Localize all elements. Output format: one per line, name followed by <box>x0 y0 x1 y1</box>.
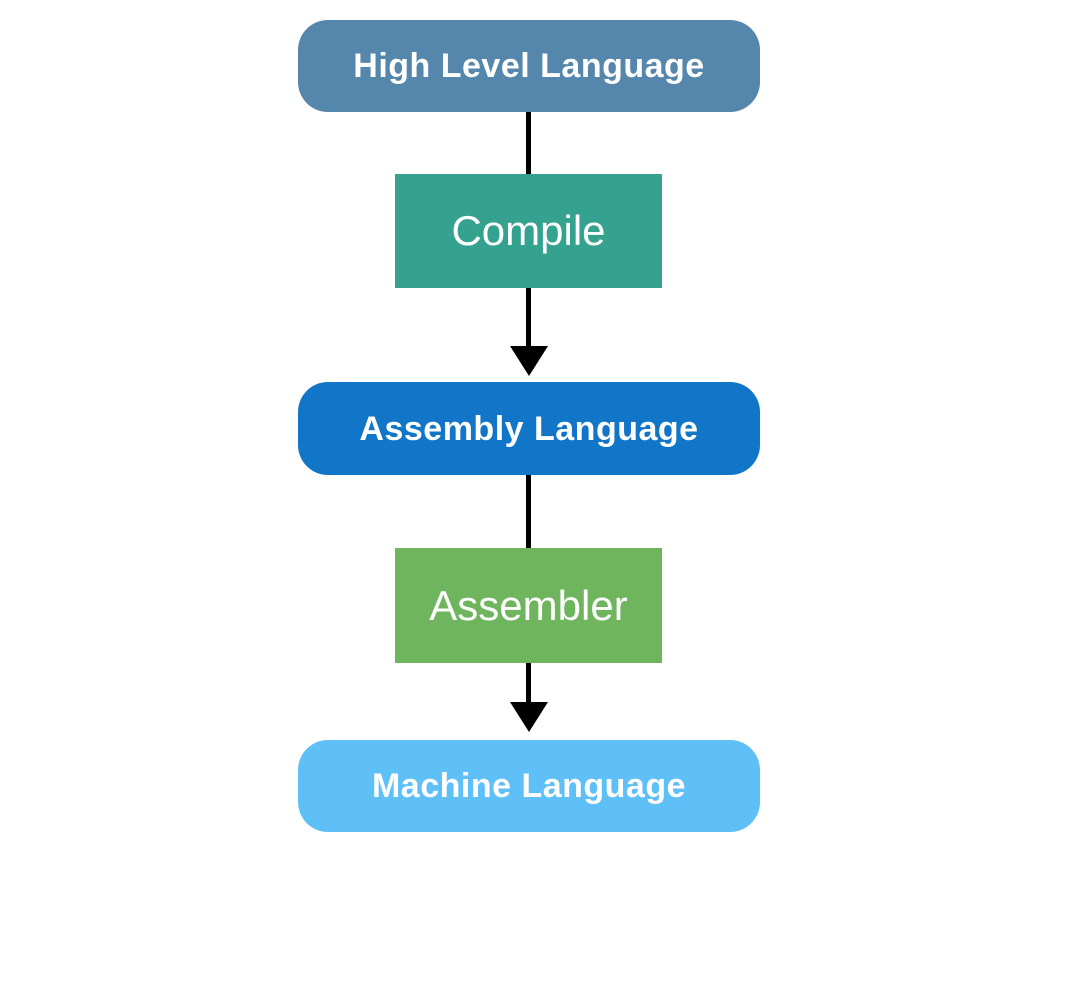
edge-arrowhead-compile <box>510 346 548 376</box>
node-label-machine-language: Machine Language <box>371 767 687 805</box>
edge-arrowhead-assembler <box>510 702 548 732</box>
node-high-level-language: High Level Language <box>298 20 760 112</box>
node-machine-language: Machine Language <box>298 740 760 832</box>
node-compile: Compile <box>395 174 662 288</box>
node-assembler: Assembler <box>395 548 662 663</box>
node-label-assembly-language: Assembly Language <box>359 409 699 448</box>
node-label-compile: Compile <box>451 207 606 254</box>
node-label-high-level-language: High Level Language <box>353 47 705 85</box>
node-assembly-language: Assembly Language <box>298 382 760 475</box>
node-label-assembler: Assembler <box>429 581 628 629</box>
